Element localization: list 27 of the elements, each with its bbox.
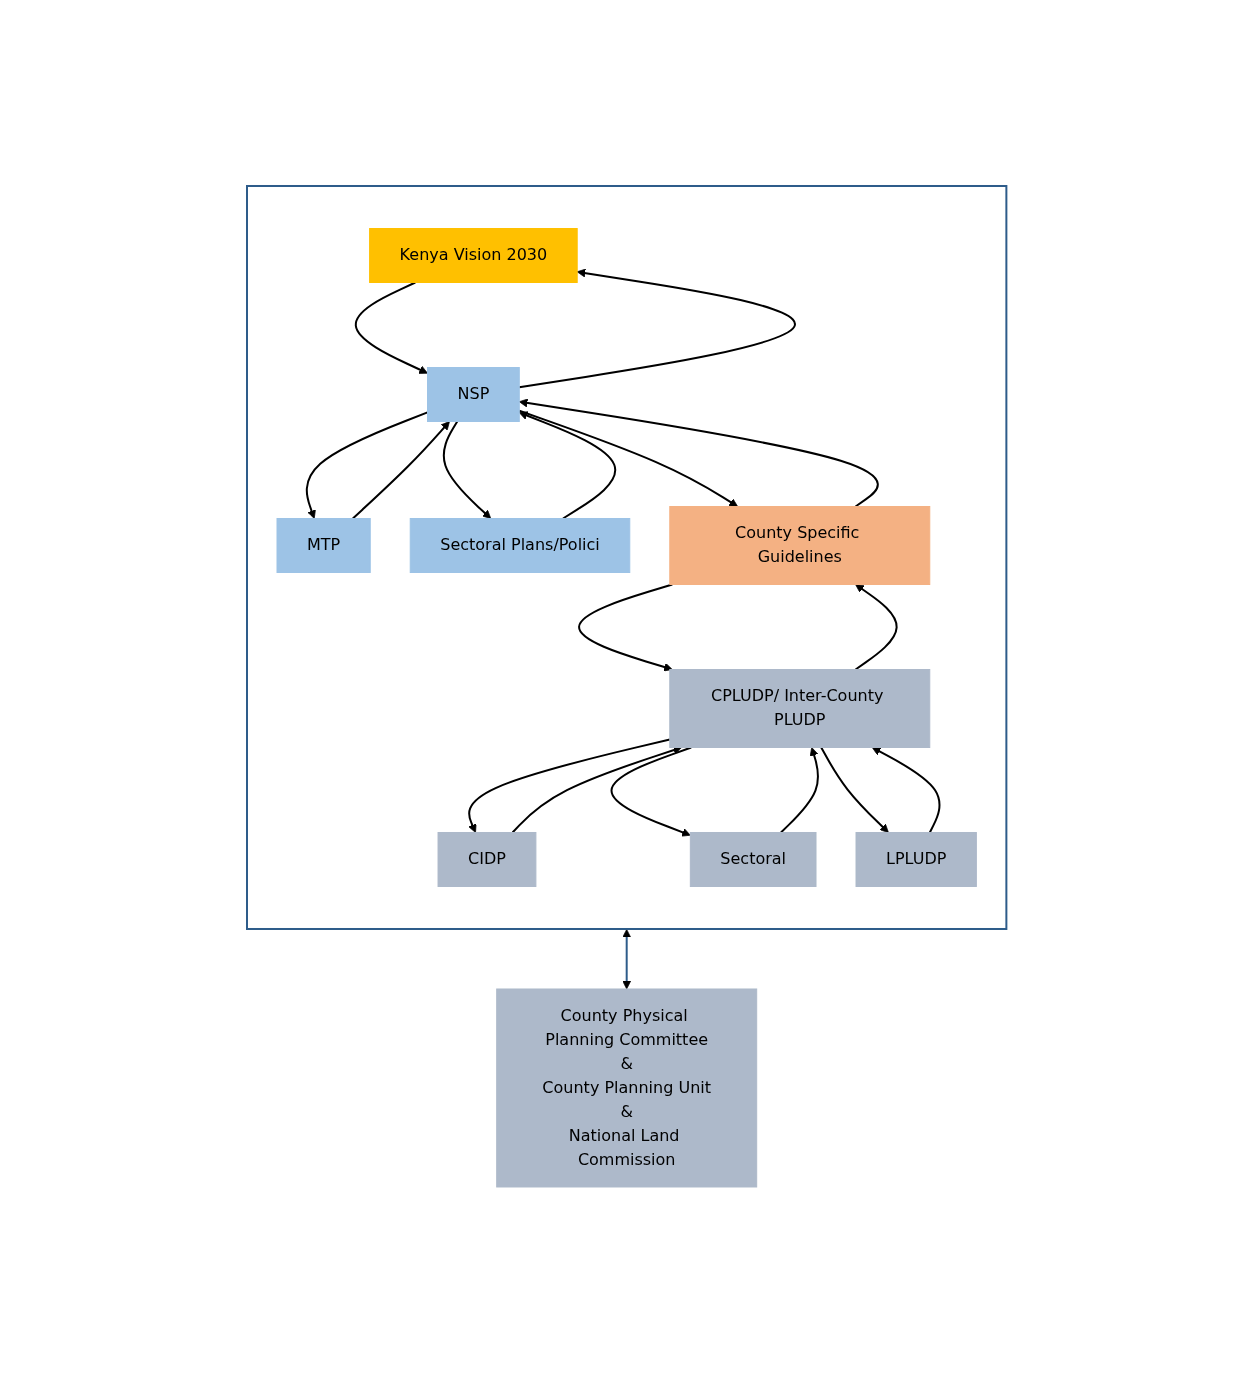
node-box: Sectoral — [690, 832, 817, 887]
arrow — [468, 738, 672, 833]
arrow — [352, 421, 451, 520]
arrow — [578, 583, 674, 672]
node-box: County Physical Planning Committee & County Planning Unit & National Land Commission — [496, 988, 758, 1188]
arrow — [780, 747, 820, 834]
arrow — [518, 409, 739, 507]
arrow — [306, 411, 429, 519]
node-box: CIDP — [437, 832, 537, 887]
node-box: County Specific Guidelines — [669, 506, 931, 585]
node-box: Kenya Vision 2030 — [369, 228, 578, 283]
arrow — [443, 420, 492, 519]
arrow — [518, 268, 796, 389]
arrow — [872, 747, 941, 834]
arrow — [610, 746, 693, 837]
arrow — [820, 746, 890, 833]
arrow — [519, 411, 617, 520]
arrow — [355, 281, 429, 374]
cluster — [246, 185, 1008, 930]
node-box: MTP — [276, 518, 372, 573]
arrow — [622, 929, 632, 990]
arrow — [519, 398, 880, 508]
node-box: CPLUDP/ Inter-County PLUDP — [669, 669, 931, 748]
node-box: LPLUDP — [855, 832, 978, 887]
arrow — [854, 584, 898, 671]
node-box: NSP — [427, 367, 521, 422]
node-box: Sectoral Plans/Polici — [410, 518, 631, 573]
